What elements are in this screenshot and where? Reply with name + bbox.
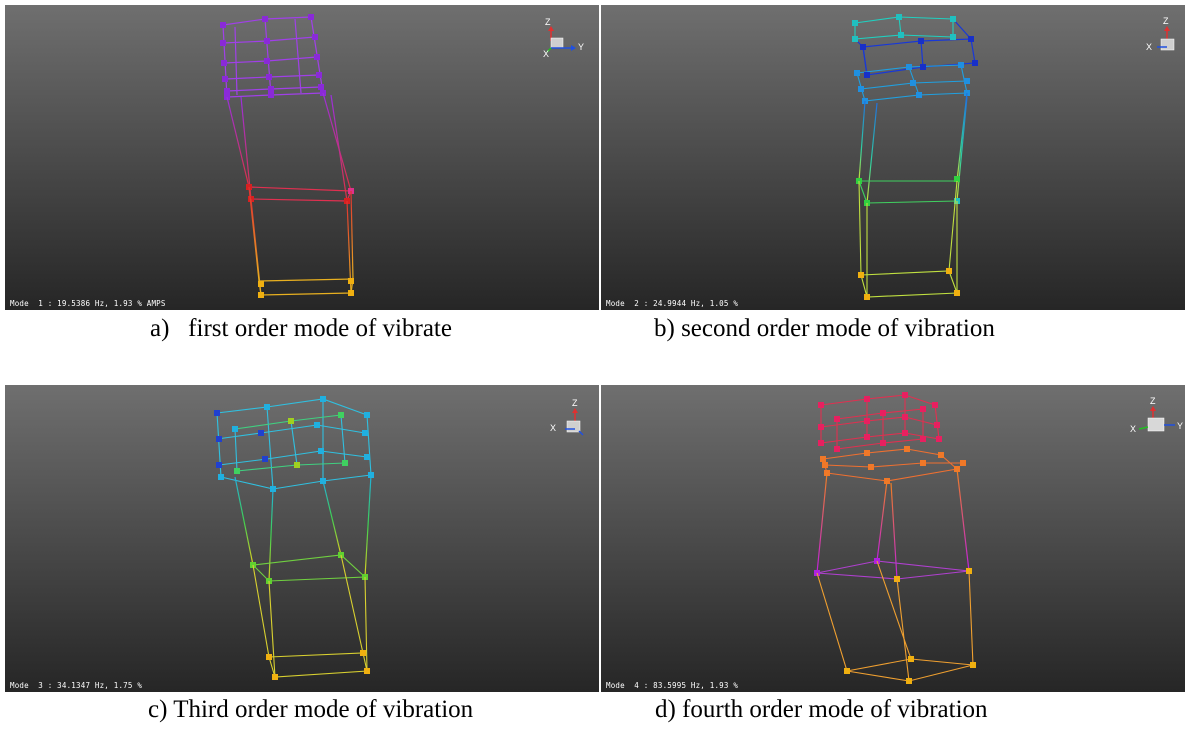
axis-triad: Z X bbox=[1146, 16, 1175, 52]
svg-text:Z: Z bbox=[1163, 16, 1169, 26]
svg-text:X: X bbox=[550, 423, 556, 433]
svg-text:Z: Z bbox=[1150, 396, 1156, 406]
mode-4-viewport: Z Y X Mode 4 : 83.5995 Hz, 1.93 % bbox=[601, 385, 1185, 692]
axis-triad: Z X bbox=[550, 398, 584, 436]
svg-text:X: X bbox=[543, 49, 549, 59]
mode-4-wireframe: Z Y X bbox=[601, 385, 1185, 692]
mode-3-viewport: Z X Mode 3 : 34.1347 Hz, 1.75 % bbox=[5, 385, 599, 692]
caption-mode-2: b) second order mode of vibration bbox=[654, 315, 995, 342]
svg-text:Y: Y bbox=[578, 42, 584, 52]
caption-mode-3: c) Third order mode of vibration bbox=[148, 696, 474, 723]
mode-1-readout: Mode 1 : 19.5386 Hz, 1.93 % AMPS bbox=[10, 299, 166, 308]
svg-text:Z: Z bbox=[572, 398, 578, 408]
mode-2-wireframe: Z X bbox=[601, 5, 1185, 310]
caption-mode-4: d) fourth order mode of vibration bbox=[655, 696, 988, 723]
mode-1-viewport: Z Y X Mode 1 : 19.5386 Hz, 1.93 % AMPS bbox=[5, 5, 599, 310]
mode-2-viewport: Z X Mode 2 : 24.9944 Hz, 1.05 % bbox=[601, 5, 1185, 310]
mode-4-readout: Mode 4 : 83.5995 Hz, 1.93 % bbox=[606, 681, 739, 690]
caption-mode-1: a) first order mode of vibrate bbox=[150, 315, 452, 342]
svg-text:X: X bbox=[1146, 42, 1152, 52]
mode-1-wireframe: Z Y X bbox=[5, 5, 599, 310]
svg-text:Y: Y bbox=[1177, 421, 1183, 431]
mode-3-wireframe: Z X bbox=[5, 385, 599, 692]
svg-text:X: X bbox=[1130, 424, 1136, 434]
axis-triad: Z Y X bbox=[543, 17, 584, 59]
svg-text:Z: Z bbox=[545, 17, 551, 27]
axis-triad: Z Y X bbox=[1130, 396, 1183, 434]
mode-2-readout: Mode 2 : 24.9944 Hz, 1.05 % bbox=[606, 299, 739, 308]
mode-3-readout: Mode 3 : 34.1347 Hz, 1.75 % bbox=[10, 681, 143, 690]
